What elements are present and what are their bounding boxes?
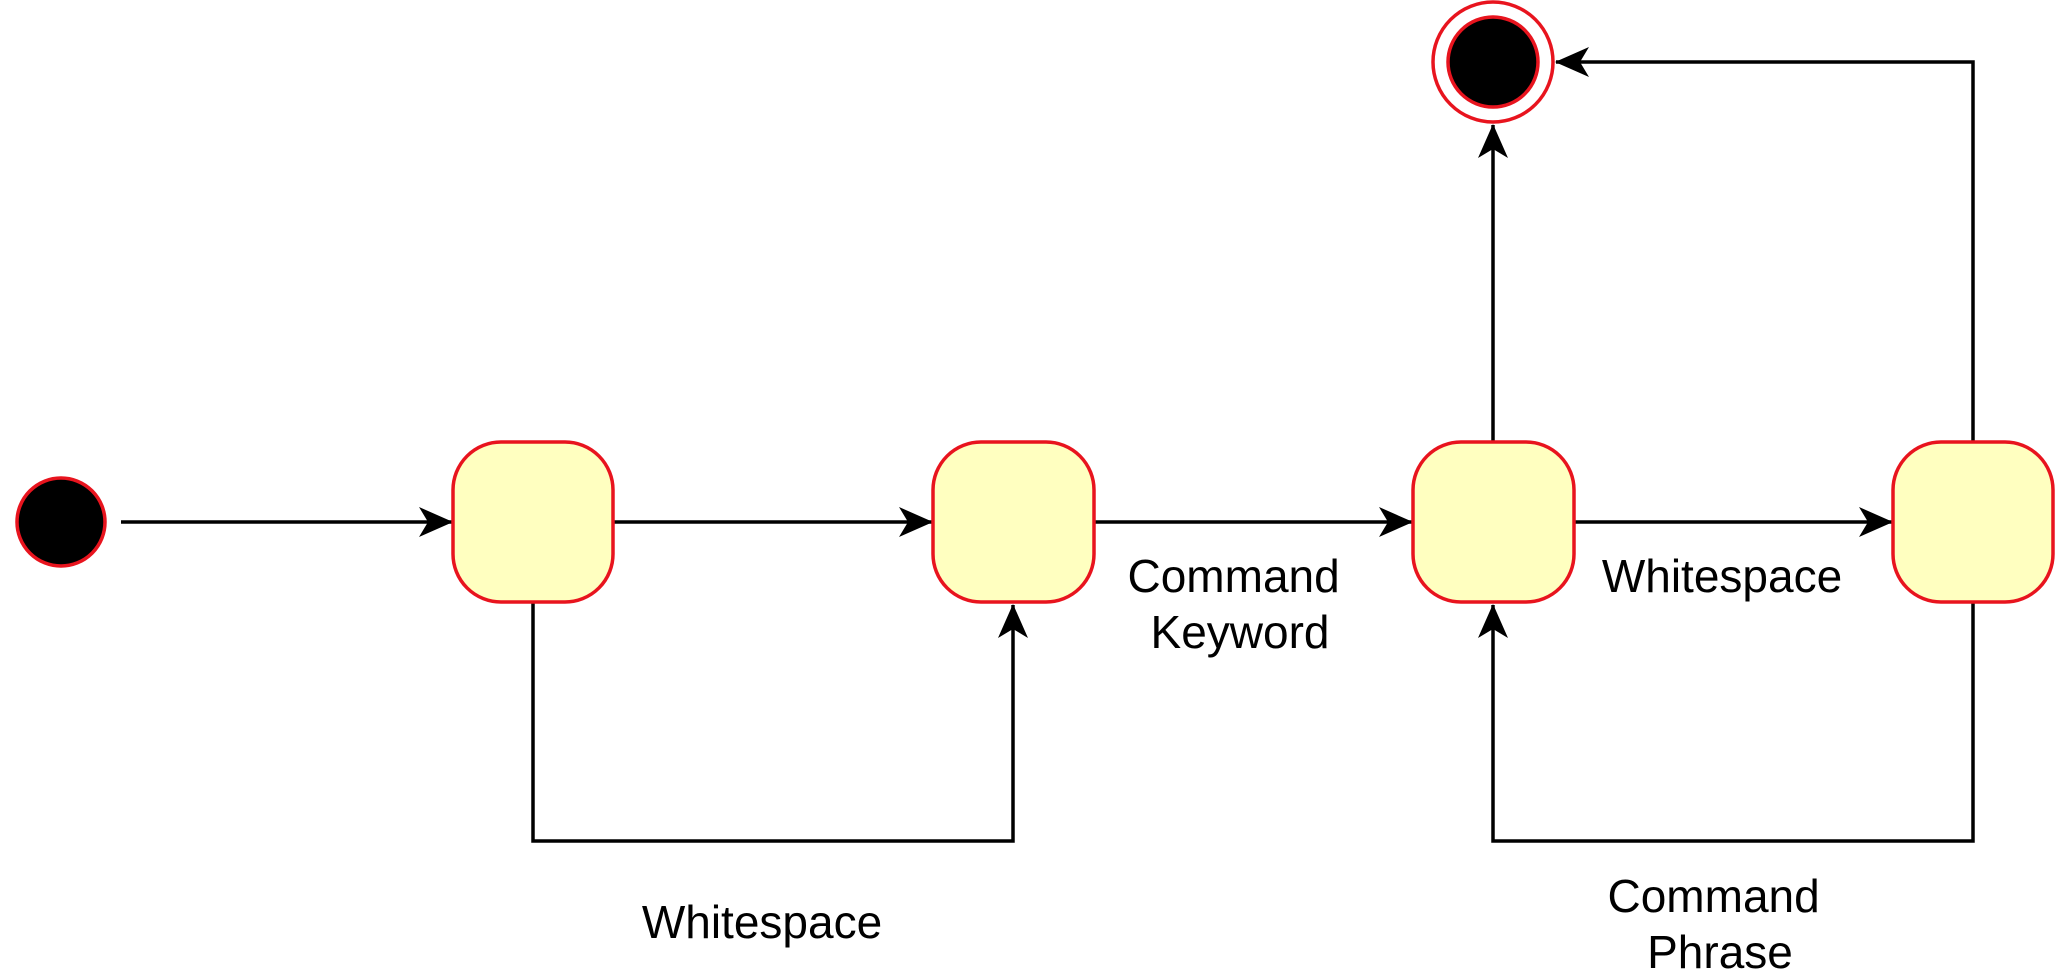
edge-s1-to-s2-whitespace <box>531 602 1028 843</box>
label-whitespace-s3-s4: Whitespace <box>1602 550 1842 602</box>
edge-s4-to-final <box>1555 47 1975 442</box>
label-command-phrase-line1: Command <box>1608 870 1820 922</box>
label-command-phrase-line2: Phrase <box>1647 926 1793 976</box>
label-command-phrase: Command Phrase <box>1608 870 1833 976</box>
final-state-node <box>1431 0 1555 124</box>
label-command-keyword-line1: Command <box>1128 550 1340 602</box>
label-command-keyword: Command Keyword <box>1128 550 1353 658</box>
initial-state-node <box>15 476 107 568</box>
state-node-2 <box>931 440 1096 604</box>
edge-s4-to-s3-command-phrase <box>1478 602 1975 843</box>
state-node-1 <box>451 440 615 604</box>
state-node-3 <box>1411 440 1576 604</box>
label-whitespace-loop: Whitespace <box>642 896 882 948</box>
label-command-keyword-line2: Keyword <box>1151 606 1330 658</box>
state-node-4 <box>1891 440 2055 604</box>
